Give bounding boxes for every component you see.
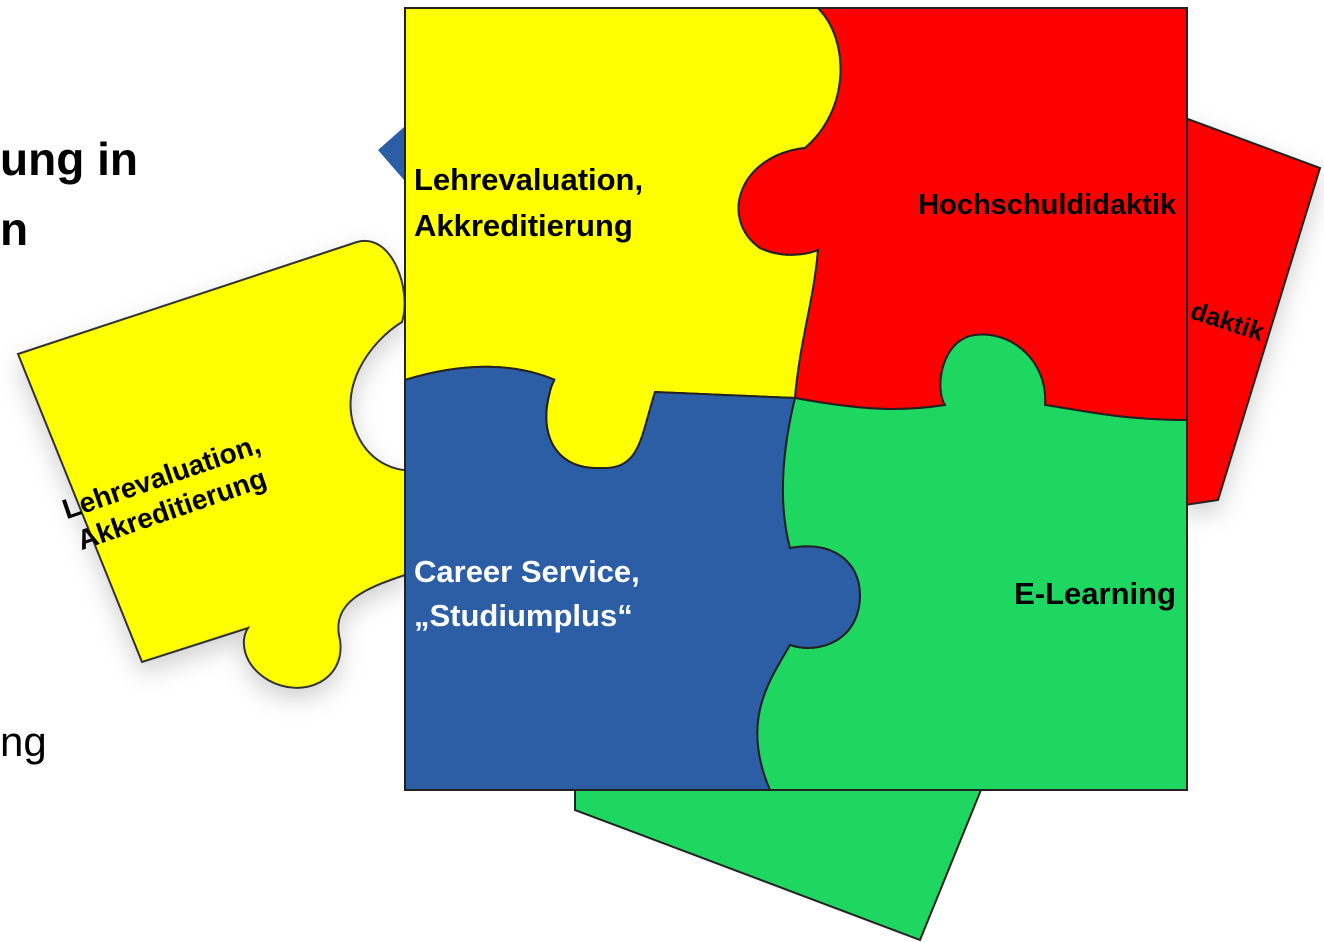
yellow-label-line-2: Akkreditierung — [414, 208, 633, 243]
green-label: E-Learning — [1014, 576, 1176, 611]
yellow-label-line-1: Lehrevaluation, — [414, 162, 643, 197]
slide-body-fragment: ng — [0, 718, 47, 765]
puzzle-frame — [404, 7, 1188, 791]
tilted-red-piece: daktik — [1184, 116, 1322, 507]
slide-heading-line-1: ung in — [0, 133, 138, 185]
blue-label-line-1: Career Service, — [414, 554, 640, 589]
tilted-yellow-piece: Lehrevaluation, Akkreditierung — [16, 239, 406, 689]
tilted-green-piece — [574, 779, 987, 942]
blue-label-line-2: „Studiumplus“ — [414, 598, 633, 633]
main-puzzle: Lehrevaluation, Akkreditierung Hochschul… — [404, 7, 1188, 791]
slide-heading-line-2: n — [0, 203, 29, 255]
red-label: Hochschuldidaktik — [918, 189, 1177, 221]
